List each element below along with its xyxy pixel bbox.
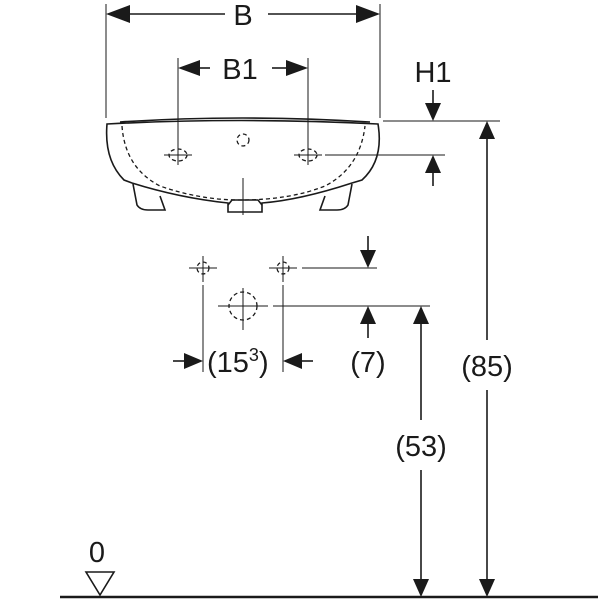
label-b1: B1: [222, 54, 257, 86]
label-floor-level: 0: [89, 537, 105, 569]
dimension-rim-height: (85): [461, 121, 513, 597]
label-offset: (7): [350, 347, 385, 379]
dimension-b: B: [105, 0, 381, 118]
dimension-h1: H1: [325, 57, 500, 186]
label-supply-spacing: (153): [207, 345, 269, 379]
label-b: B: [233, 0, 252, 32]
supply-point-right: [269, 256, 297, 282]
wall-connections: [189, 256, 430, 372]
label-drain-height: (53): [395, 431, 447, 463]
dimension-drain-height: (53): [395, 306, 447, 597]
floor-reference: 0: [60, 537, 598, 599]
label-h1: H1: [414, 57, 451, 89]
level-triangle-icon: [84, 571, 116, 597]
dimension-offset: (7): [350, 236, 386, 379]
dimension-supply-spacing: (153): [173, 345, 313, 379]
dimension-b1: B1: [177, 54, 309, 165]
tap-hole-right: [294, 148, 322, 162]
drain-point: [218, 288, 268, 330]
washbasin-front-view: [105, 117, 381, 215]
tap-hole-left: [164, 148, 192, 162]
label-rim-height: (85): [461, 351, 513, 383]
supply-point-left: [189, 256, 217, 282]
